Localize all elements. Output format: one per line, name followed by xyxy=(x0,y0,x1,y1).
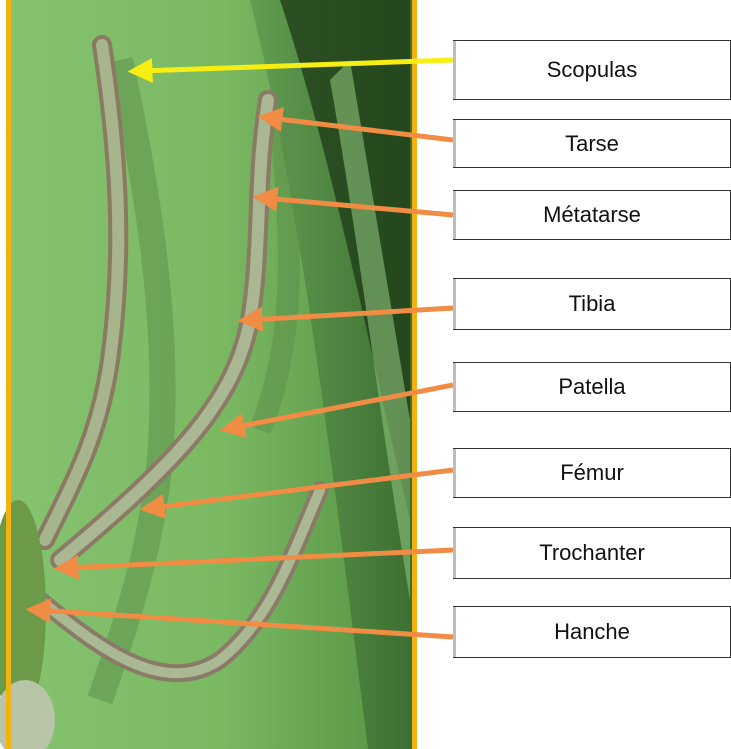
label-trochanter: Trochanter xyxy=(453,527,731,579)
label-tibia: Tibia xyxy=(453,278,731,330)
label-trochanter-text: Trochanter xyxy=(539,540,645,566)
label-tarse: Tarse xyxy=(453,119,731,168)
label-femur-text: Fémur xyxy=(560,460,624,486)
label-metatarse: Métatarse xyxy=(453,190,731,240)
label-scopulas-text: Scopulas xyxy=(547,57,638,83)
label-hanche-text: Hanche xyxy=(554,619,630,645)
label-metatarse-text: Métatarse xyxy=(543,202,641,228)
label-patella: Patella xyxy=(453,362,731,412)
label-scopulas: Scopulas xyxy=(453,40,731,100)
label-patella-text: Patella xyxy=(558,374,625,400)
left-frame xyxy=(6,0,11,749)
label-tarse-text: Tarse xyxy=(565,131,619,157)
label-femur: Fémur xyxy=(453,448,731,498)
label-hanche: Hanche xyxy=(453,606,731,658)
label-tibia-text: Tibia xyxy=(569,291,616,317)
